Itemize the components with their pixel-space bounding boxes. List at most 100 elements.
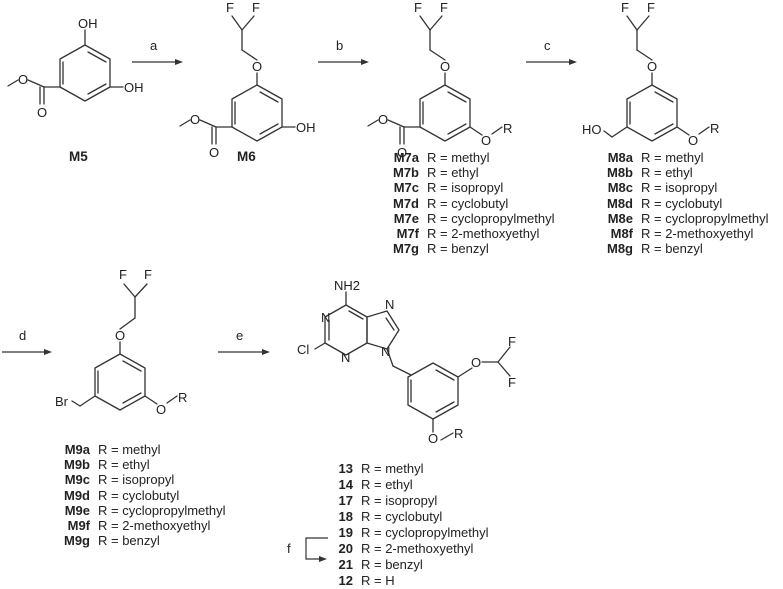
structure-m9: F F O O R Br [55,267,187,417]
atom-label: R [503,121,512,136]
compound-id: M9d [64,487,90,503]
substituent: R = cyclobutyl [641,195,723,211]
atom-label: HO [582,122,602,137]
atom-label: R [710,121,719,136]
substituent: R = cyclobutyl [98,487,180,503]
atom-label: R [454,426,463,441]
structure-m5: OH OH O O [7,16,144,120]
substituent: R = 2-methoxyethyl [641,226,754,242]
substituent: R = benzyl [98,533,160,549]
atom-label: O [647,59,657,74]
substituent: R = isopropyl [427,180,504,196]
substituent: R = ethyl [361,477,413,492]
substituent: R = cyclobutyl [427,195,509,211]
atom-label: O [471,355,481,370]
structure-m8: F F O O R HO [582,0,719,148]
structure-m7: F F O O R O O [367,0,512,160]
compound-id: M8f [610,226,633,242]
atom-label: Cl [297,342,309,357]
table-row: M7d R = cyclobutyl [380,196,555,211]
table-row: M8f R = 2-methoxyethyl [594,226,769,241]
compound-label-m6: M6 [237,149,256,164]
substituent: R = methyl [427,150,490,165]
atom-label: F [508,334,516,349]
compound-id: 12 [338,573,353,588]
substituent: R = cyclopropylmethyl [361,525,489,540]
atom-label: F [414,0,422,15]
arrow-head [569,59,577,65]
substituent: R = ethyl [427,165,479,181]
substituent: R = benzyl [361,557,423,572]
reaction-scheme: OH OH O O a F F O OH O O b [2,0,719,562]
arrow-head [361,59,369,65]
atom-label: OH [78,16,98,31]
atom-label: O [37,105,47,120]
arrow-head [44,349,52,355]
step-label: f [287,541,291,556]
compound-id: M7g [393,241,419,257]
atom-label: Br [55,394,69,409]
compound-id: M8a [607,150,633,165]
compound-id: M7f [396,226,419,242]
reaction-arrow-f [305,537,328,560]
compound-id: M8e [607,210,633,226]
atom-label: O [481,133,491,148]
table-row: M7g R = benzyl [380,241,555,256]
substituent: R = methyl [361,461,424,476]
step-label: a [150,38,158,53]
atom-label: OH [124,80,144,95]
substituent: R = cyclopropylmethyl [427,210,555,226]
atom-label: F [440,0,448,15]
arrow-head [175,59,183,65]
substituent: R = benzyl [427,241,489,257]
substituent: R = methyl [98,442,161,457]
compound-id: M7a [393,150,419,165]
substituent: R = isopropyl [361,493,438,508]
table-row: M7f R = 2-methoxyethyl [380,226,555,241]
step-label: b [336,38,343,53]
atom-label: F [226,0,234,15]
arrow-head [319,556,327,562]
atom-label: O [156,402,166,417]
substituent: R = isopropyl [641,180,718,196]
substituent: R = isopropyl [98,472,175,488]
substituent: R = 2-methoxyethyl [427,226,540,242]
step-label: d [19,328,26,343]
structure-final: NH2 Cl N N N N O F F O R [297,278,516,446]
compound-id: M7e [393,210,419,226]
structure-m6: F F O OH O O [179,0,316,160]
compound-id: 19 [338,525,353,540]
compound-id: M9e [64,502,90,518]
atom-label: O [688,133,698,148]
substituent: R = cyclobutyl [361,509,443,524]
atom-label: N [385,297,394,312]
compound-id: M7d [393,195,419,211]
step-label: e [236,328,243,343]
atom-label: F [621,0,629,15]
compound-id: M8c [607,180,633,196]
atom-label: NH2 [334,278,360,293]
atom-label: F [508,375,516,390]
atom-label: F [119,267,127,282]
step-label: c [544,38,551,53]
atom-label: N [341,350,350,365]
atom-label: N [321,310,330,325]
atom-label: O [252,59,262,74]
table-row: M8c R = isopropyl [594,180,769,195]
compound-id: M8b [607,165,633,181]
compound-id: M9a [64,442,90,457]
